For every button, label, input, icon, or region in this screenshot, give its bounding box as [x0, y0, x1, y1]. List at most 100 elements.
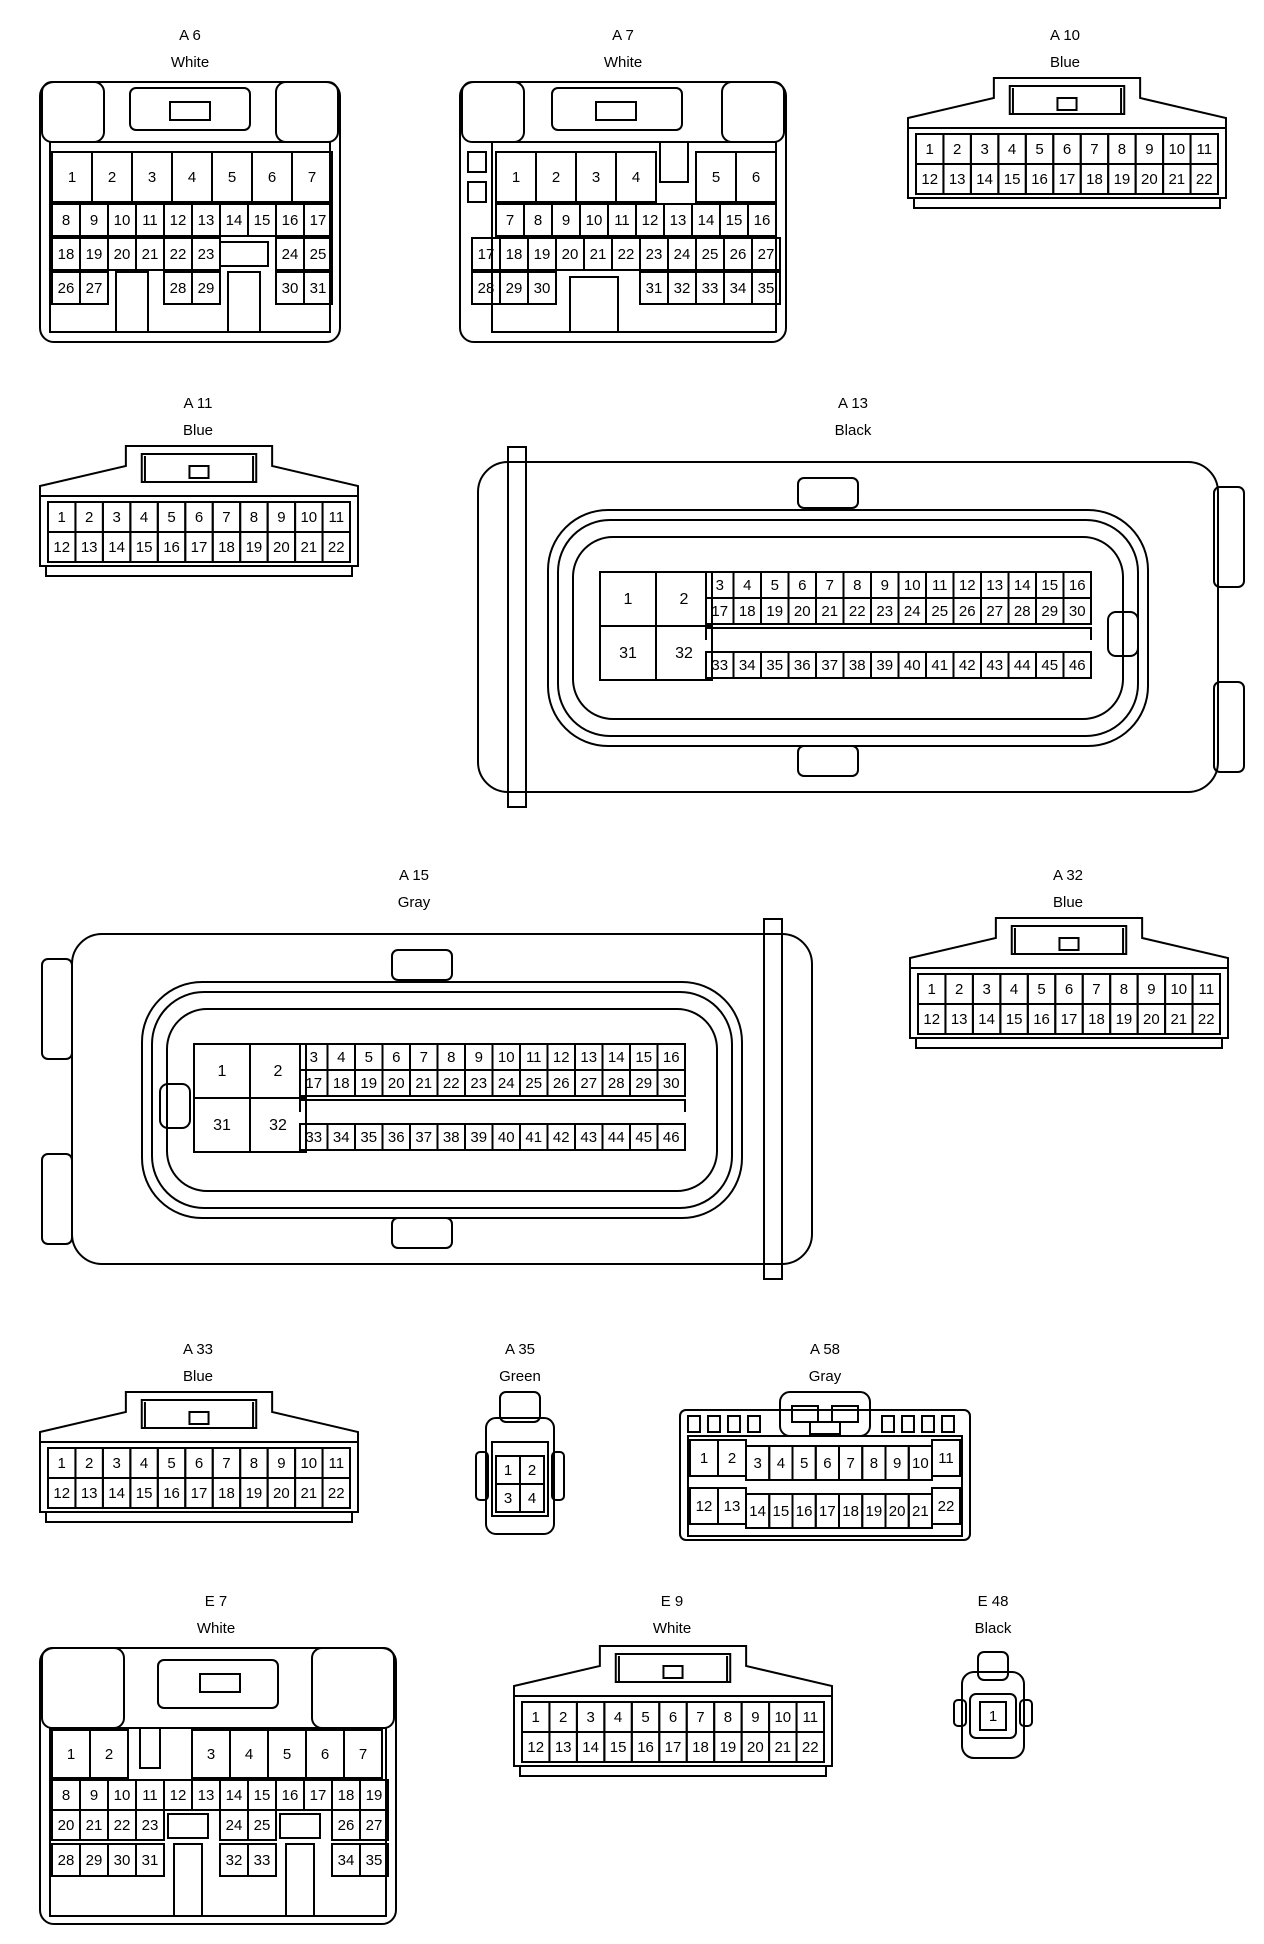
pin-number: 22	[170, 246, 187, 263]
latch-center	[157, 1659, 279, 1709]
pin-number: 22	[114, 1817, 131, 1834]
cavity	[166, 1008, 718, 1192]
pin-cell: 10	[491, 1043, 521, 1071]
latch-left	[41, 1647, 125, 1729]
pin-cell: 11	[321, 501, 351, 533]
pin-cell: 12	[47, 531, 77, 563]
pin-cell: 40	[491, 1123, 521, 1151]
pin-number: 28	[170, 280, 187, 297]
pin-cell: 24	[275, 237, 305, 271]
pin-number: 36	[388, 1129, 405, 1146]
pin-cell: 14	[969, 163, 1000, 195]
pin-cell: 6	[305, 1729, 345, 1779]
pin-cell: 8	[1109, 973, 1139, 1005]
hood-outer	[547, 509, 1149, 747]
pin-cell: 26	[331, 1809, 361, 1841]
pin-cell: 10	[579, 203, 609, 237]
pin-number: 1	[700, 1450, 708, 1467]
latch-top	[797, 477, 859, 509]
connector-id: A 10	[1050, 27, 1080, 44]
latch-left	[461, 81, 525, 143]
pin-number: 14	[976, 171, 993, 188]
pin-cell: 20	[107, 237, 137, 271]
pin-number: 45	[635, 1129, 652, 1146]
pin-cell: 7	[291, 151, 333, 203]
pin-cell: 16	[156, 1477, 187, 1509]
pin-box	[751, 237, 781, 271]
pin-cell: 42	[546, 1123, 576, 1151]
key-slot	[173, 1843, 203, 1917]
pin-number: 2	[85, 1455, 93, 1472]
pin-number: 9	[562, 212, 570, 229]
pin-cell: 22	[321, 1477, 351, 1509]
pin-cell: 7	[1081, 973, 1112, 1005]
pin-number: 12	[959, 577, 976, 594]
connector-shell	[679, 1409, 971, 1541]
pin-cell: 46	[656, 1123, 686, 1151]
pin-cell: 27	[980, 597, 1010, 625]
connector-id: A 35	[505, 1341, 535, 1358]
rib	[941, 1415, 955, 1433]
pin-number: 11	[614, 212, 630, 229]
pin-number: 7	[1092, 981, 1100, 998]
pin-number: 15	[1006, 1011, 1023, 1028]
pin-number: 17	[310, 1787, 327, 1804]
pin-number: 14	[108, 539, 125, 556]
connector-shell	[39, 1391, 359, 1513]
pin-cell: 14	[219, 1779, 249, 1811]
pin-cell: 16	[656, 1043, 686, 1071]
pin-number: 30	[663, 1075, 680, 1092]
pin-number: 22	[1198, 1011, 1215, 1028]
connector-color: White	[653, 1620, 691, 1637]
pin-cell: 27	[79, 271, 109, 305]
pin-number: 5	[1037, 981, 1045, 998]
pin-number: 12	[527, 1739, 544, 1756]
pin-number: 39	[876, 657, 893, 674]
pin-number: 12	[170, 212, 187, 229]
pin-cell: 18	[685, 1731, 716, 1763]
pin-number: 2	[728, 1450, 736, 1467]
pin-number: 1	[989, 1708, 997, 1725]
pin-cell: 2	[74, 1447, 104, 1479]
pin-box	[135, 1843, 165, 1877]
pin-number: 11	[526, 1049, 542, 1066]
pin-box	[359, 1809, 389, 1841]
pin-number: 1	[928, 981, 936, 998]
pin-number: 13	[81, 1485, 98, 1502]
connector-id: A 58	[810, 1341, 840, 1358]
pin-number: 11	[328, 509, 344, 526]
pin-number: 8	[62, 1787, 70, 1804]
pin-cell: 33	[247, 1843, 277, 1877]
pin-cell: 10	[1162, 133, 1192, 165]
pin-number: 20	[114, 246, 131, 263]
pin-number: 1	[68, 169, 76, 186]
connector-shell	[909, 917, 1229, 1039]
pin-number: 20	[273, 1485, 290, 1502]
pin-cell: 8	[713, 1701, 743, 1733]
pin-number: 25	[525, 1075, 542, 1092]
pin-cell: 7	[815, 571, 845, 599]
pin-number: 2	[528, 1462, 536, 1479]
connector-color: Blue	[183, 422, 213, 439]
pin-box	[1062, 597, 1092, 625]
pin-number: 10	[774, 1709, 791, 1726]
pin-number: 1	[58, 1455, 66, 1472]
pin-number: 13	[198, 212, 215, 229]
pin-cell: 21	[1162, 163, 1192, 195]
pin-number: 4	[1010, 981, 1018, 998]
pin-cell: 12	[689, 1487, 719, 1525]
pin-cell: 45	[1035, 651, 1065, 679]
pin-cell: 21	[1164, 1003, 1194, 1035]
pin-number: 2	[955, 981, 963, 998]
latch	[140, 453, 258, 483]
side-lug	[551, 1451, 565, 1501]
pin-number: 11	[938, 1450, 954, 1467]
pin-cell: 14	[601, 1043, 631, 1071]
pin-cell: 43	[980, 651, 1010, 679]
pin-cell: 3	[101, 1447, 132, 1479]
side-lug	[41, 1153, 73, 1245]
pin-number: 7	[222, 1455, 230, 1472]
